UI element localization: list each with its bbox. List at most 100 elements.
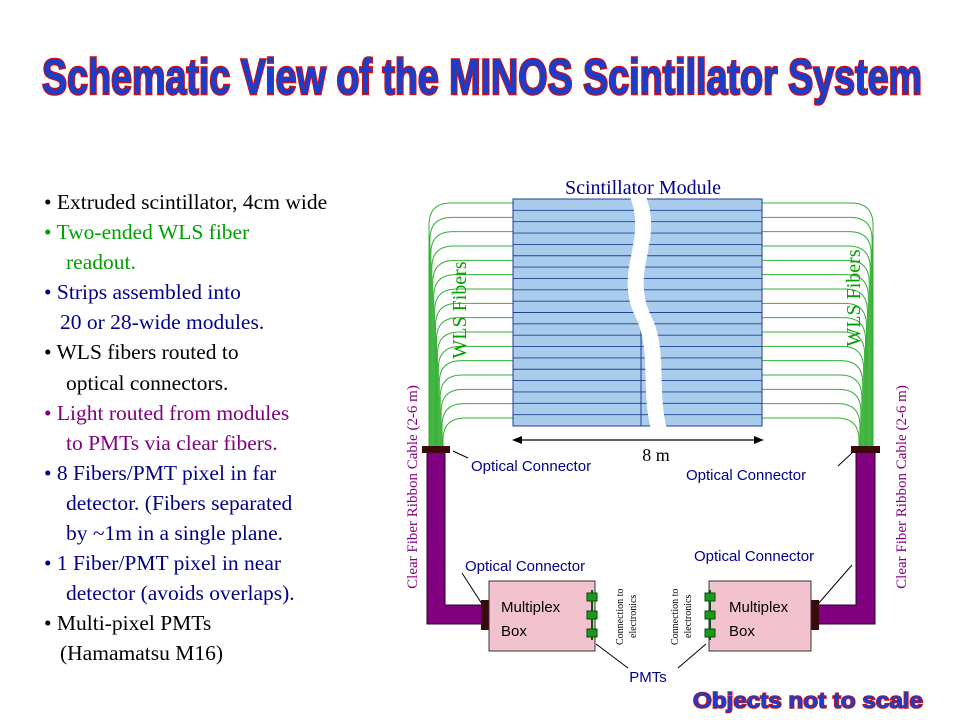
optical-connector-label-right-bottom: Optical Connector <box>694 548 814 565</box>
bullet-item: • WLS fibers routed to optical connectors… <box>44 337 414 397</box>
multiplex-box-right <box>708 580 812 652</box>
bullet-item: • Two-ended WLS fiber readout. <box>44 217 414 277</box>
pmt-right-1 <box>704 592 716 602</box>
bullet-text-continuation: detector. (Fibers separated <box>44 488 414 518</box>
multiplex-box-left <box>488 580 596 652</box>
optical-connector-left-top <box>422 446 450 453</box>
wls-fiber <box>762 331 866 448</box>
bullet-line: detector (avoids overlaps). <box>66 581 295 606</box>
pmt-left-2 <box>586 610 598 620</box>
wls-fiber <box>762 374 863 448</box>
bullet-item: • 1 Fiber/PMT pixel in near detector (avo… <box>44 548 414 608</box>
clear-fiber-label-right: Clear Fiber Ribbon Cable (2-6 m) <box>894 385 910 589</box>
bullet-dot-icon: • <box>44 551 57 576</box>
optical-connector-right-top <box>851 446 880 453</box>
wls-fiber <box>762 288 868 448</box>
wls-fiber <box>429 216 513 448</box>
bullet-text: • Multi-pixel PMTs <box>44 608 414 638</box>
bullet-text-continuation: (Hamamatsu M16) <box>44 638 414 668</box>
connection-electronics-left-1: Connection to <box>615 589 626 645</box>
wls-fiber <box>437 345 513 448</box>
optical-connector-right-bottom <box>811 600 819 630</box>
pmts-label: PMTs <box>629 669 667 686</box>
module-break-gap <box>627 192 668 432</box>
wls-fiber <box>762 245 871 448</box>
wls-fiber <box>431 245 513 448</box>
wls-fiber <box>433 274 513 448</box>
wls-fiber <box>762 231 872 448</box>
pmt-right-2 <box>704 610 716 620</box>
wls-fiber <box>430 231 513 448</box>
bullet-dot-icon: • <box>44 220 57 245</box>
wls-fiber <box>762 345 865 448</box>
wls-fibers-label-left: WLS Fibers <box>449 261 471 358</box>
optical-connector-label-right-top: Optical Connector <box>686 467 806 484</box>
bullet-line: Strips assembled into <box>56 280 241 305</box>
bullet-line: (Hamamatsu M16) <box>60 641 224 666</box>
wls-fiber <box>428 202 513 448</box>
bullet-dot-icon: • <box>44 190 57 214</box>
bullet-text: • Extruded scintillator, 4cm wide <box>44 187 414 217</box>
bullet-line: to PMTs via clear fibers. <box>66 430 278 455</box>
bullet-text-continuation: 20 or 28-wide modules. <box>44 307 414 337</box>
bullet-line: readout. <box>66 250 136 275</box>
clear-fiber-cable-left <box>426 451 485 625</box>
multiplex-box-right-label-1: Multiplex <box>729 599 789 616</box>
bullet-dot-icon: • <box>44 280 57 305</box>
bullet-dot-icon: • <box>44 611 57 636</box>
wls-fiber <box>762 274 869 448</box>
wls-fiber <box>762 403 861 448</box>
pmt-right-3 <box>704 628 716 638</box>
bullet-line: Multi-pixel PMTs <box>56 611 212 636</box>
wls-fibers-label-right: WLS Fibers <box>843 249 865 346</box>
bullet-line: 8 Fibers/PMT pixel in far <box>56 460 277 485</box>
wls-fiber <box>762 388 862 448</box>
wls-fiber <box>762 417 860 448</box>
wls-fiber <box>439 374 513 448</box>
wls-fiber <box>434 288 513 448</box>
bullet-text: • Two-ended WLS fiber <box>44 217 414 247</box>
bullet-text-continuation: readout. <box>44 247 414 277</box>
clear-fiber-label-left: Clear Fiber Ribbon Cable (2-6 m) <box>405 385 421 589</box>
wls-fiber <box>762 302 867 448</box>
bullet-item: • Extruded scintillator, 4cm wide <box>44 187 414 217</box>
optical-connector-left-bottom <box>481 600 489 630</box>
wls-fiber <box>436 331 513 448</box>
scintillator-module-label: Scintillator Module <box>565 177 721 199</box>
optical-connector-label-left-top: Optical Connector <box>471 458 591 475</box>
wls-fibers-right <box>762 202 874 448</box>
not-to-scale-note: Objects not to scale <box>693 688 923 713</box>
bullet-line: WLS fibers routed to <box>56 340 239 365</box>
optical-connector-label-left-bottom: Optical Connector <box>465 558 585 575</box>
wls-fiber <box>432 259 513 448</box>
label-leader-lines <box>452 450 853 669</box>
bullet-text: • Light routed from modules <box>44 398 414 428</box>
bullet-dot-icon: • <box>44 340 57 365</box>
wls-fiber <box>435 302 513 448</box>
pmt-left-1 <box>586 592 598 602</box>
bullet-text: • 8 Fibers/PMT pixel in far <box>44 458 414 488</box>
wls-fiber <box>441 403 513 448</box>
wls-fiber <box>762 202 874 448</box>
bullet-line: by ~1m in a single plane. <box>66 521 284 546</box>
length-dimension-arrow <box>512 436 764 444</box>
bullet-text-continuation: optical connectors. <box>44 368 414 398</box>
clear-fiber-cable-right <box>816 451 876 625</box>
bullet-line: 20 or 28-wide modules. <box>60 310 265 335</box>
pmt-left-3 <box>586 628 598 638</box>
bullet-text-continuation: detector (avoids overlaps). <box>44 578 414 608</box>
wls-fibers-left <box>428 202 513 448</box>
bullet-dot-icon: • <box>44 400 57 425</box>
length-label: 8 m <box>642 445 670 465</box>
connection-electronics-right-2: electronics <box>683 595 694 638</box>
bullet-line: 1 Fiber/PMT pixel in near <box>56 551 282 576</box>
connection-electronics-right-1: Connection to <box>670 589 681 645</box>
connection-electronics-left-2: electronics <box>628 595 639 638</box>
bullet-line: optical connectors. <box>66 370 229 395</box>
wls-fiber <box>438 360 513 448</box>
bullet-line: Two-ended WLS fiber <box>56 220 250 245</box>
page-title: Schematic View of the MINOS Scintillator… <box>42 49 922 105</box>
bullet-text: • 1 Fiber/PMT pixel in near <box>44 548 414 578</box>
